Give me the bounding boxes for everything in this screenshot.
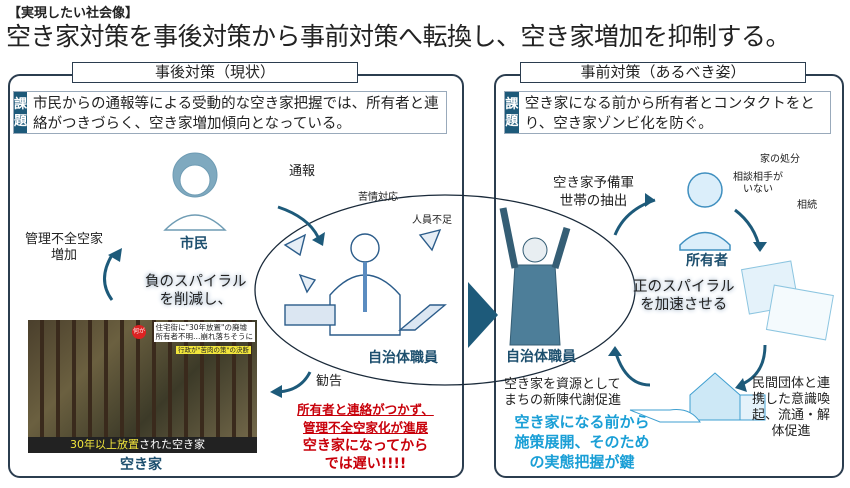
owner-illustration-icon: [679, 172, 731, 251]
shortage-label: 人員不足: [412, 215, 452, 226]
left-issue-box: 課題 市民からの通報等による受動的な空き家把握では、所有者と連絡がつきづらく、空…: [13, 91, 447, 134]
photo-badge: 何が: [132, 325, 146, 339]
issue-text: 空き家になる前から所有者とコンタクトをとり、空き家ゾンビ化を防ぐ。: [524, 96, 815, 132]
left-panel-label: 事後対策（現状）: [72, 62, 358, 83]
negative-spiral-label: 負のスパイラルを削減し、: [145, 274, 247, 308]
kicker: 【実現したい社会像】: [8, 6, 139, 21]
no-consult-label: 相談相手がいない: [733, 172, 783, 195]
photo-caption: 30年以上放置された空き家: [28, 437, 257, 453]
disposal-label: 家の処分: [760, 154, 800, 165]
documents-icon: [740, 260, 834, 341]
inherit-label: 相続: [797, 200, 817, 211]
citizen-label: 市民: [180, 236, 208, 252]
complaint-label: 苦情対応: [358, 192, 398, 203]
report-label: 通報: [289, 164, 316, 179]
page-title: 空き家対策を事後対策から事前対策へ転換し、空き家増加を抑制する。: [6, 22, 791, 51]
private-sector-label: 民間団体と連携した意識喚起、流通・解体促進: [752, 376, 831, 439]
photo-subheadline: 行政が"苦肉の策"の決断: [176, 346, 251, 354]
left-staff-label: 自治体職員: [368, 350, 438, 366]
right-panel-label: 事前対策（あるべき姿）: [520, 62, 806, 83]
house-in-hands-icon: [629, 372, 766, 423]
issue-text: 市民からの通報等による受動的な空き家把握では、所有者と連絡がつきづらく、空き家増…: [33, 96, 439, 132]
vacant-house-photo: 何が 住宅街に"30年放置"の廃墟所有者不明…崩れ落ちそうに 行政が"苦肉の策"…: [28, 320, 257, 453]
transition-arrow-icon: [468, 282, 498, 348]
photo-headline: 住宅街に"30年放置"の廃墟所有者不明…崩れ落ちそうに: [153, 322, 255, 342]
key-message: 空き家になる前から施策展開、そのための実態把握が鍵: [514, 413, 650, 471]
right-staff-label: 自治体職員: [506, 349, 576, 365]
issue-tag: 課題: [505, 92, 519, 133]
warning-text: 所有者と連絡がつかず、 管理不全空家化が進展 空き家になってから では遅い!!!…: [297, 402, 434, 472]
stressed-staff-illustration-icon: [283, 228, 447, 336]
positive-spiral-label: 正のスパイラルを加速させる: [633, 279, 735, 313]
resource-label: 空き家を資源としてまちの新陳代謝促進: [504, 377, 622, 408]
advice-label: 勧告: [316, 374, 343, 389]
report-arrow: [277, 205, 320, 238]
extract-label: 空き家予備軍世帯の抽出: [553, 175, 634, 209]
owner-label: 所有者: [686, 253, 728, 269]
vacant-house-label: 空き家: [120, 457, 162, 473]
cheering-staff-illustration-icon: [499, 207, 571, 346]
increase-arrow: [103, 254, 114, 301]
citizen-illustration-icon: [163, 152, 227, 231]
staff-ellipse: [254, 194, 636, 386]
right-issue-box: 課題 空き家になる前から所有者とコンタクトをとり、空き家ゾンビ化を防ぐ。: [504, 91, 831, 134]
issue-tag: 課題: [14, 92, 28, 133]
increase-label: 管理不全空家増加: [25, 232, 104, 263]
